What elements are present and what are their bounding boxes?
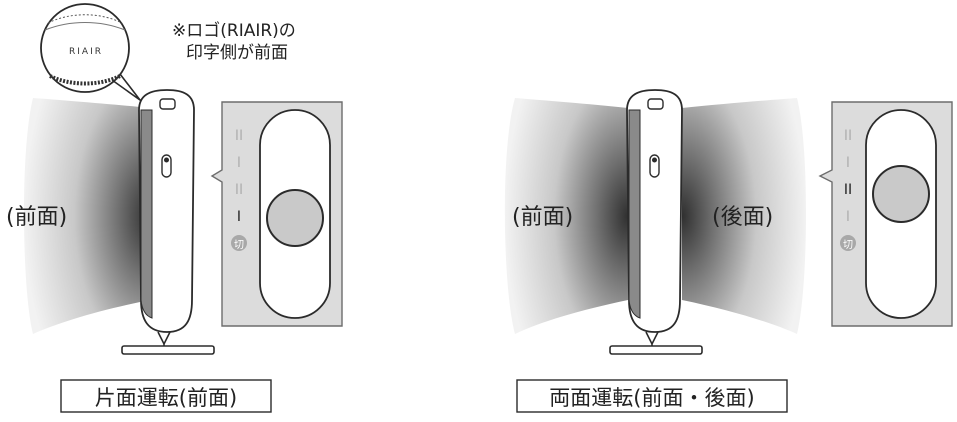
left-mark-0: II [235,128,243,144]
switch-knob-right [872,165,930,223]
right-mark-3: I [846,209,850,225]
logo-magnifier: RIAIR [40,3,141,101]
airflow-front-left [23,98,150,334]
air-purifier-unit-right [609,89,703,355]
top-handle [159,98,176,110]
left-front-label: (前面) [6,205,67,230]
air-purifier-unit [121,89,215,355]
right-mark-1: I [846,155,850,171]
left-caption-box [60,379,272,413]
logo-text: RIAIR [69,47,103,57]
left-mark-4: 切 [234,239,244,251]
right-caption: 両面運転(前面・後面) [549,386,754,410]
airflow-front-right [504,98,628,334]
right-back-label: (後面) [712,205,773,230]
top-handle-right [647,98,664,110]
note-line-2: 印字側が前面 [186,43,288,63]
right-mark-off-circle [840,235,856,251]
stand-base-right [609,345,703,355]
left-mark-1: I [237,155,241,171]
right-mark-4: 切 [843,239,853,251]
left-mark-off-circle [231,235,247,251]
stand-base [121,345,215,355]
right-caption-box [516,379,788,413]
note-line-1: ※ロゴ(RIAIR)の [172,20,296,41]
right-front-label: (前面) [512,205,573,230]
left-caption: 片面運転(前面) [95,386,237,410]
right-mark-2: II [844,182,852,198]
left-mark-3: I [237,209,241,225]
left-mark-2: II [235,182,243,198]
switch-knob [266,189,324,247]
airflow-back-right [682,98,807,334]
right-mark-0: II [844,128,852,144]
